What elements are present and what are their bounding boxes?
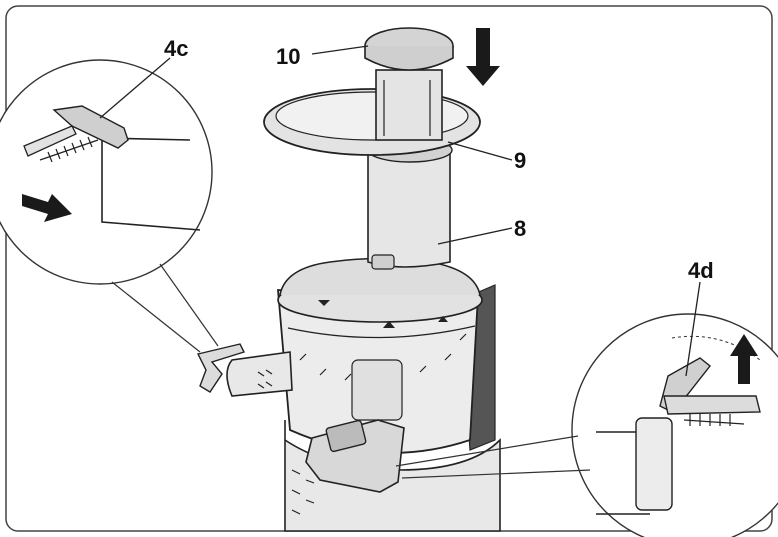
detail-circle-left [0,59,213,285]
detail-4d-spring [683,414,745,426]
pusher-shading [383,80,431,136]
pusher-neck [364,46,454,71]
leader-8 [437,227,513,245]
leader-right-2 [401,469,591,479]
label-4d: 4d [688,258,714,283]
clamp-spring [39,136,99,163]
feed-tube [367,149,451,268]
bowl-lines [287,325,476,381]
arrow-up-icon [730,334,758,384]
spout-cap [196,343,245,393]
leader-4c [99,57,171,119]
leader-4d [685,281,701,377]
clamp-handle [23,125,77,157]
leader-10 [311,45,369,55]
outlet-marks [257,369,273,389]
leader-left-1 [111,281,201,353]
detail-4d-body [635,417,673,511]
label-9: 9 [514,148,526,173]
juice-outlet [226,351,293,397]
arrow-down-icon [466,28,500,86]
inner-screen [351,359,403,421]
label-8: 8 [514,216,526,241]
pulp-cap-top [325,419,367,453]
leader-left-2 [159,263,219,347]
detail-circle-right [571,313,778,537]
detail-4d-latch [663,395,761,415]
detail-4d [395,313,778,537]
arrow-right-icon [22,194,72,222]
feed-tube-key [371,254,395,270]
base-scale-marks [291,469,315,515]
juicer-body [196,27,501,532]
leader-right-1 [395,435,579,467]
label-10: 10 [276,44,300,69]
pusher-shaft [375,69,443,141]
label-4c: 4c [164,36,188,61]
leader-9 [447,141,513,161]
detail-4c [0,59,219,353]
